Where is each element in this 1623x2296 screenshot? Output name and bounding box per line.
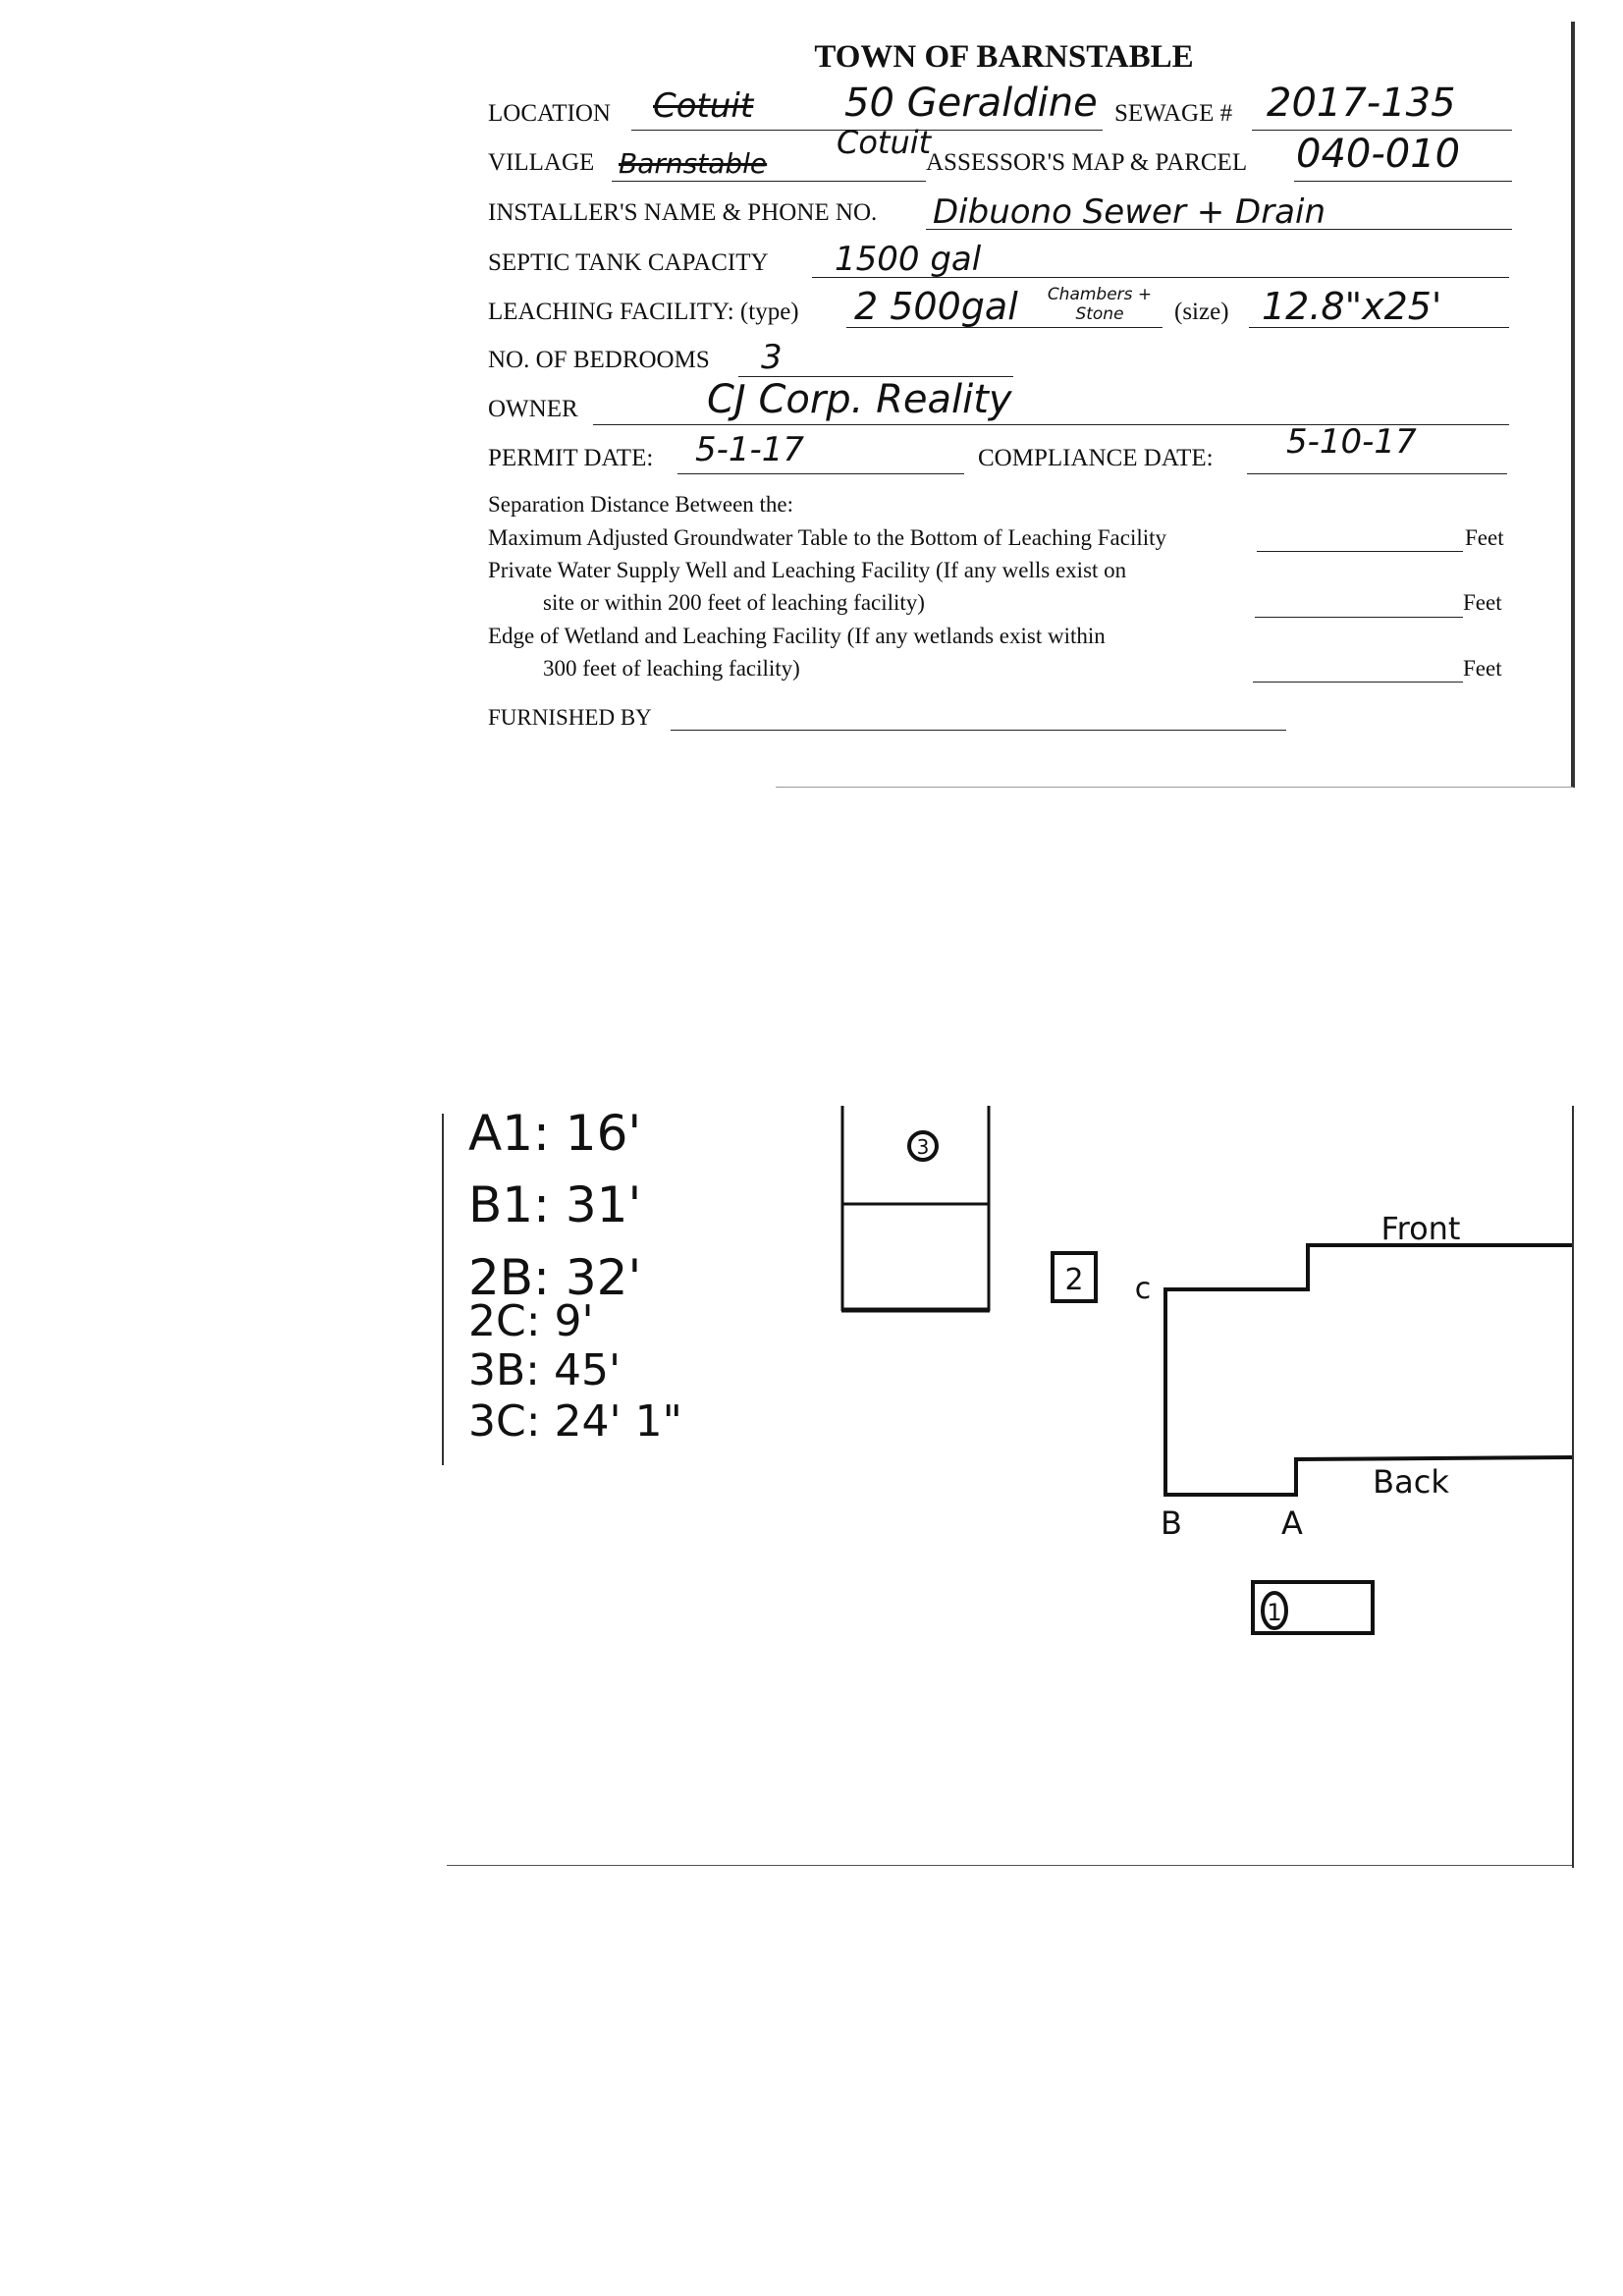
- sketch-right-border: [1572, 1106, 1574, 1868]
- measurement-note: 2B: 32': [468, 1249, 642, 1306]
- village-line: [612, 181, 926, 182]
- form-bottom-border: [776, 787, 1573, 788]
- leaching-type-value: 2 500gal: [854, 285, 1018, 328]
- measurement-note: 3C: 24' 1": [468, 1396, 682, 1447]
- leaching-label: LEACHING FACILITY: (type): [488, 299, 799, 325]
- sewage-line: [1252, 130, 1512, 131]
- separation-well-1: Private Water Supply Well and Leaching F…: [488, 558, 1127, 582]
- bedrooms-label: NO. OF BEDROOMS: [488, 347, 710, 373]
- marker-1: 1: [1267, 1599, 1281, 1626]
- village-label: VILLAGE: [488, 149, 595, 176]
- sewage-value: 2017-135: [1267, 81, 1456, 126]
- wetland-feet-line: [1253, 682, 1463, 683]
- installer-value: Dibuono Sewer + Drain: [933, 192, 1326, 232]
- corner-label-b: B: [1161, 1504, 1182, 1542]
- well-feet-label: Feet: [1463, 590, 1502, 615]
- separation-groundwater: Maximum Adjusted Groundwater Table to th…: [488, 525, 1167, 550]
- bedrooms-value: 3: [761, 338, 783, 377]
- owner-value: CJ Corp. Reality: [707, 377, 1012, 422]
- corner-label-a: A: [1281, 1504, 1303, 1542]
- size-line: [1249, 327, 1509, 328]
- marker-3: 3: [917, 1135, 930, 1159]
- measurement-note: 3B: 45': [468, 1345, 622, 1395]
- furnished-by-label: FURNISHED BY: [488, 705, 652, 730]
- location-line: [631, 130, 1103, 131]
- sketch-bottom-border: [447, 1865, 1572, 1866]
- size-value: 12.8"x25': [1262, 285, 1442, 328]
- corner-label-c: c: [1135, 1272, 1152, 1306]
- groundwater-feet-label: Feet: [1465, 525, 1504, 550]
- marker-2-box: [1051, 1251, 1098, 1303]
- building-outline: [1163, 1243, 1573, 1497]
- separation-heading: Separation Distance Between the:: [488, 492, 794, 517]
- parcel-label: ASSESSOR'S MAP & PARCEL: [926, 149, 1248, 176]
- septic-line: [812, 277, 1509, 278]
- leaching-type-note: Chambers + Stone: [1047, 285, 1153, 324]
- measurement-note: 2C: 9': [468, 1296, 594, 1346]
- parcel-value: 040-010: [1296, 132, 1461, 177]
- sketch-left-border: [442, 1114, 444, 1465]
- village-value: Cotuit: [837, 124, 932, 161]
- installer-label: INSTALLER'S NAME & PHONE NO.: [488, 199, 878, 226]
- form-right-border: [1571, 22, 1575, 788]
- measurement-note: B1: 31': [468, 1176, 642, 1233]
- back-label: Back: [1373, 1463, 1449, 1501]
- permit-date-value: 5-1-17: [695, 430, 805, 469]
- installer-line: [926, 229, 1512, 230]
- separation-well-2: site or within 200 feet of leaching faci…: [543, 590, 925, 615]
- sewage-label: SEWAGE #: [1114, 100, 1233, 127]
- size-label: (size): [1174, 299, 1229, 325]
- permit-date-label: PERMIT DATE:: [488, 445, 654, 471]
- compliance-date-value: 5-10-17: [1286, 422, 1417, 462]
- separation-wetland-1: Edge of Wetland and Leaching Facility (I…: [488, 624, 1106, 648]
- owner-line: [593, 424, 1509, 425]
- location-label: LOCATION: [488, 100, 611, 127]
- front-label: Front: [1381, 1210, 1461, 1247]
- compliance-date-line: [1247, 473, 1507, 474]
- compliance-date-label: COMPLIANCE DATE:: [978, 445, 1214, 471]
- village-struck-value: Barnstable: [619, 147, 768, 180]
- owner-label: OWNER: [488, 396, 578, 422]
- wetland-feet-label: Feet: [1463, 656, 1502, 681]
- furnished-by-line: [671, 730, 1286, 731]
- permit-date-line: [677, 473, 964, 474]
- location-value: 50 Geraldine: [844, 81, 1098, 126]
- septic-value: 1500 gal: [835, 240, 982, 279]
- well-feet-line: [1255, 617, 1463, 618]
- marker-2: 2: [1064, 1263, 1083, 1297]
- parcel-line: [1294, 181, 1512, 182]
- tank-1-box: [1251, 1580, 1375, 1635]
- separation-wetland-2: 300 feet of leaching facility): [543, 656, 800, 681]
- form-title: TOWN OF BARNSTABLE: [814, 39, 1194, 75]
- location-struck-value: Cotuit: [653, 86, 754, 126]
- leaching-line: [846, 327, 1163, 328]
- measurement-note: A1: 16': [468, 1105, 642, 1162]
- tank-3-box: [840, 1106, 991, 1313]
- septic-label: SEPTIC TANK CAPACITY: [488, 249, 769, 276]
- bedrooms-line: [738, 376, 1013, 377]
- groundwater-feet-line: [1257, 551, 1463, 552]
